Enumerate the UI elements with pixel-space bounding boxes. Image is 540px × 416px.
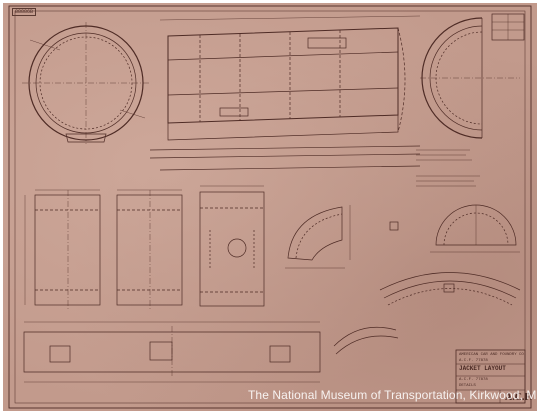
sheet-border — [8, 5, 532, 409]
arc-strip-detail — [379, 272, 521, 306]
jacket-elevation — [149, 15, 421, 171]
sheet-number-label: 88886B — [12, 8, 37, 16]
title-block-drawing-number-2: A.C.F. 77878 — [459, 378, 488, 382]
title-block-frame — [455, 349, 526, 404]
museum-watermark: The National Museum of Transportation, K… — [248, 388, 540, 402]
inner-border — [14, 10, 526, 404]
blueprint-sheet — [3, 3, 537, 411]
title-block-company: AMERICAN CAR AND FOUNDRY CO. — [459, 353, 527, 357]
curved-seal-detail — [333, 326, 399, 355]
curved-segment-detail — [285, 205, 399, 269]
notes-block — [416, 149, 480, 187]
title-block-title: JACKET LAYOUT — [459, 365, 506, 372]
title-block-drawing-number: A.C.F. 77878 — [459, 359, 488, 363]
left-ring-view — [22, 22, 150, 144]
title-block-subtitle: DETAILS — [459, 384, 476, 388]
panel-right — [199, 185, 265, 307]
panel-middle — [116, 189, 183, 310]
maker-mark: A.C.F. — [505, 392, 533, 403]
half-circle-detail — [430, 204, 520, 253]
panel-left — [24, 189, 101, 310]
bottom-long-piece — [23, 321, 321, 383]
right-ring-view — [420, 13, 525, 139]
